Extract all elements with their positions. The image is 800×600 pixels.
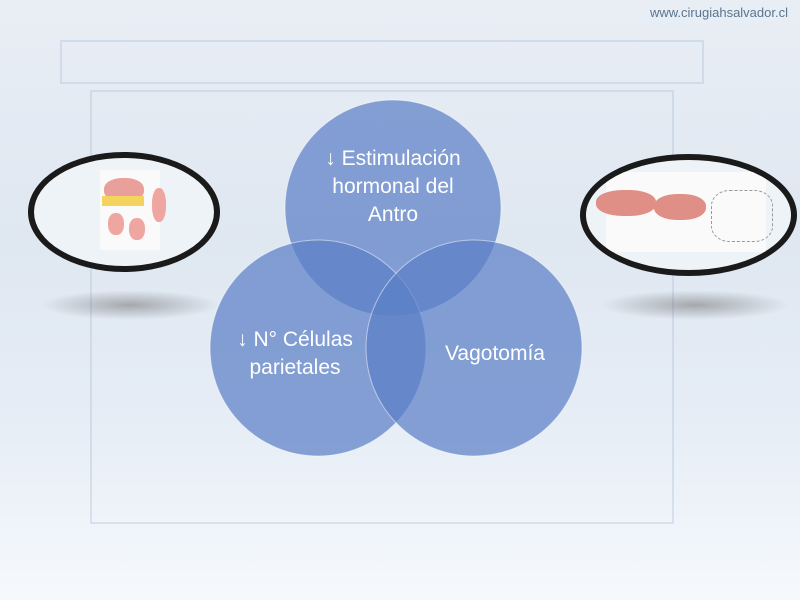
label-line: hormonal del (332, 175, 454, 198)
image-shadow (600, 290, 790, 320)
website-url[interactable]: www.cirugiahsalvador.cl (649, 5, 788, 20)
label-line: parietales (249, 356, 341, 379)
label-antro: ↓ Estimulación hormonal del Antro (293, 145, 493, 229)
label-line: Vagotomía (444, 342, 545, 365)
background-building (60, 40, 704, 84)
label-line: ↓ N° Células (237, 328, 353, 351)
image-left-stomach (28, 152, 220, 272)
label-line: Antro (367, 203, 419, 226)
background-building (90, 90, 674, 524)
label-parietales: ↓ N° Células parietales (210, 326, 380, 382)
image-right-gastrectomy (580, 154, 797, 276)
label-vagotomia: Vagotomía (420, 340, 570, 368)
label-line: ↓ Estimulación (325, 147, 461, 170)
image-shadow (40, 290, 220, 320)
venn-circle-vagotomia (365, 239, 583, 457)
